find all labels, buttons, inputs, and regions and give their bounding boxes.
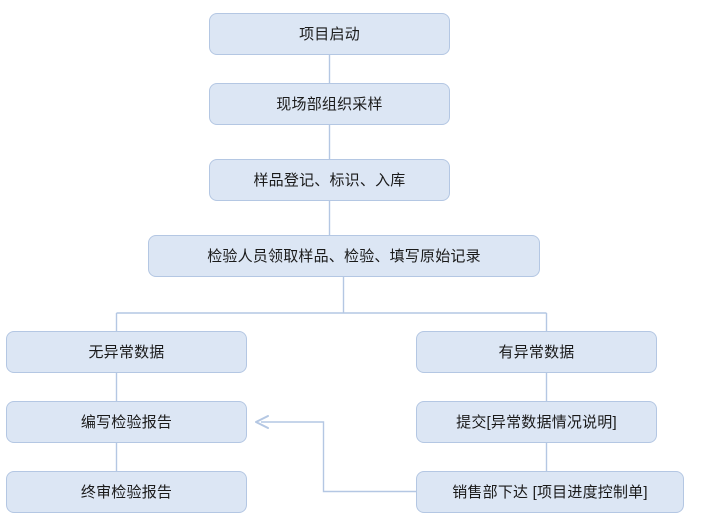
node-sales-progress-order[interactable]: 销售部下达 [项目进度控制单] — [416, 471, 684, 513]
node-label: 检验人员领取样品、检验、填写原始记录 — [207, 247, 481, 265]
node-label: 提交[异常数据情况说明] — [456, 413, 617, 431]
node-site-sampling[interactable]: 现场部组织采样 — [209, 83, 450, 125]
node-label: 编写检验报告 — [80, 413, 173, 431]
node-project-start[interactable]: 项目启动 — [209, 13, 450, 55]
node-label: 无异常数据 — [88, 343, 165, 361]
node-label: 终审检验报告 — [80, 483, 173, 501]
node-label: 销售部下达 [项目进度控制单] — [452, 483, 648, 501]
connector-n10-n7-feedback — [261, 421, 416, 493]
node-label: 项目启动 — [299, 25, 360, 43]
arrowhead-into-n7 — [255, 415, 269, 429]
node-inspection-record[interactable]: 检验人员领取样品、检验、填写原始记录 — [148, 235, 540, 277]
node-no-abnormal-data[interactable]: 无异常数据 — [6, 331, 247, 373]
node-has-abnormal-data[interactable]: 有异常数据 — [416, 331, 657, 373]
node-final-report[interactable]: 终审检验报告 — [6, 471, 247, 513]
node-label: 样品登记、标识、入库 — [253, 171, 406, 189]
node-submit-abnormal-explanation[interactable]: 提交[异常数据情况说明] — [416, 401, 657, 443]
node-write-report[interactable]: 编写检验报告 — [6, 401, 247, 443]
node-label: 有异常数据 — [498, 343, 575, 361]
node-label: 现场部组织采样 — [276, 95, 383, 113]
node-sample-registration[interactable]: 样品登记、标识、入库 — [209, 159, 450, 201]
